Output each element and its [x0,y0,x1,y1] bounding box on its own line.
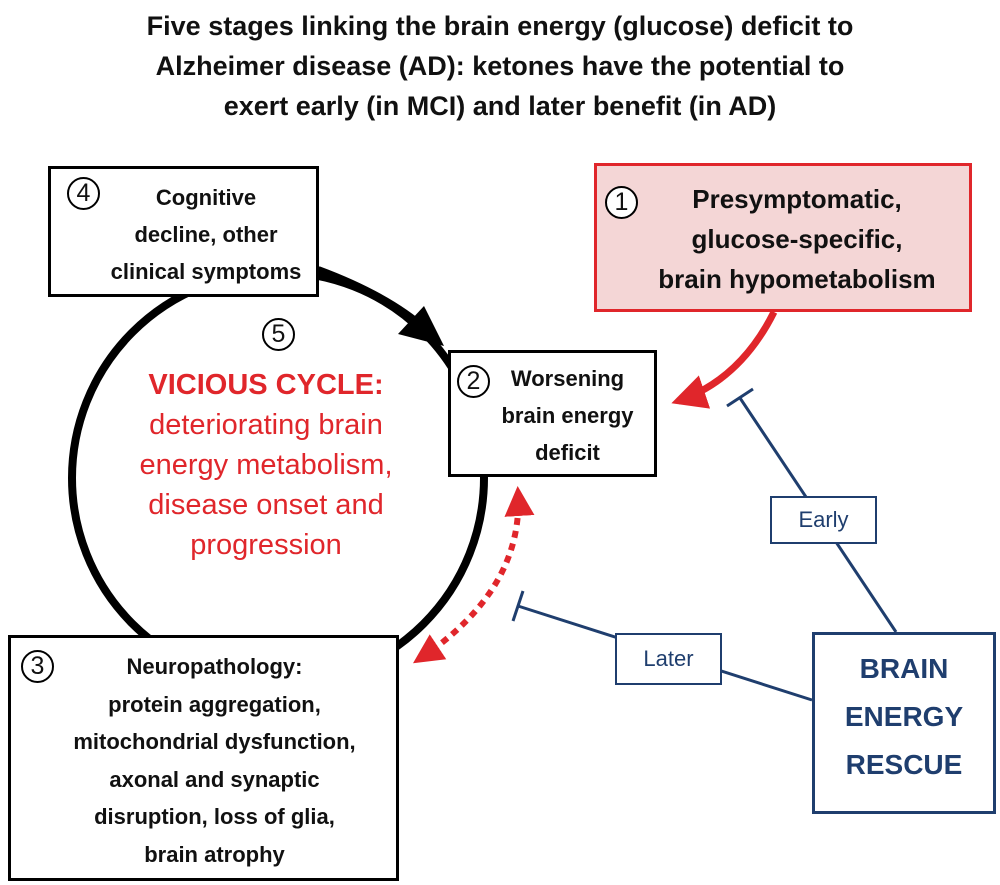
stage3-text: Neuropathology: protein aggregation, mit… [11,648,396,873]
stage4-box: 4 Cognitive decline, other clinical symp… [48,166,319,297]
title-line: Five stages linking the brain energy (gl… [146,11,854,41]
stage3-line: Neuropathology: [126,654,303,679]
stage1-line: glucose-specific, [691,224,903,254]
stage-number-badge: 1 [605,186,638,219]
stage4-text: Cognitive decline, other clinical sympto… [106,179,306,290]
stage-number-badge: 4 [67,177,100,210]
stage2-text: Worsening brain energy deficit [451,360,654,471]
later-tag: Later [615,633,722,685]
stage5-number-badge: 5 [262,318,295,351]
title-line: Alzheimer disease (AD): ketones have the… [155,51,845,81]
stage3-line: axonal and synaptic [109,766,320,792]
stage1-to-stage2-arrow [671,310,778,409]
cycle-arrowhead [398,306,444,346]
later-inhibition-bar [511,590,525,622]
stage2-line: brain energy [501,403,634,428]
stage2-box: 2 Worsening brain energy deficit [448,350,657,477]
stage4-line: decline, other [134,222,278,247]
rescue-line: BRAIN [859,653,949,684]
brain-energy-rescue-box: BRAIN ENERGY RESCUE [812,632,996,814]
rescue-line: ENERGY [844,701,964,732]
rescue-line: RESCUE [845,749,963,780]
stage5-line: energy metabolism, [139,449,393,481]
stage-number-badge: 2 [457,365,490,398]
stage3-box: 3 Neuropathology: protein aggregation, m… [8,635,399,881]
stage5-line: progression [190,529,342,561]
stage3-line: brain atrophy [144,841,285,867]
stage1-line: brain hypometabolism [658,264,936,294]
stage4-line: Cognitive [155,185,257,210]
stage5-text: VICIOUS CYCLE: deteriorating brain energ… [96,365,436,565]
stage-number-badge: 3 [21,650,54,683]
stage2-line: Worsening [510,366,625,391]
stage3-line: mitochondrial dysfunction, [73,729,356,754]
cycle-arrow [316,266,429,333]
stage3-line: disruption, loss of glia, [94,804,335,829]
stage1-line: Presymptomatic, [692,184,902,214]
title-line: exert early (in MCI) and later benefit (… [223,91,777,121]
early-tag: Early [770,496,877,544]
stage1-box: 1 Presymptomatic, glucose-specific, brai… [594,163,972,312]
stage2-line: deficit [535,440,600,465]
stage1-text: Presymptomatic, glucose-specific, brain … [597,179,969,299]
early-inhibition-bar [726,387,754,408]
stage5-line: deteriorating brain [149,409,383,441]
stage3-line: protein aggregation, [108,691,321,717]
diagram-title: Five stages linking the brain energy (gl… [60,6,940,126]
stage5-line: disease onset and [148,489,384,521]
stage2-stage3-dotted-arrow [412,486,535,664]
stage4-line: clinical symptoms [110,259,302,284]
stage5-title: VICIOUS CYCLE: [148,369,384,401]
